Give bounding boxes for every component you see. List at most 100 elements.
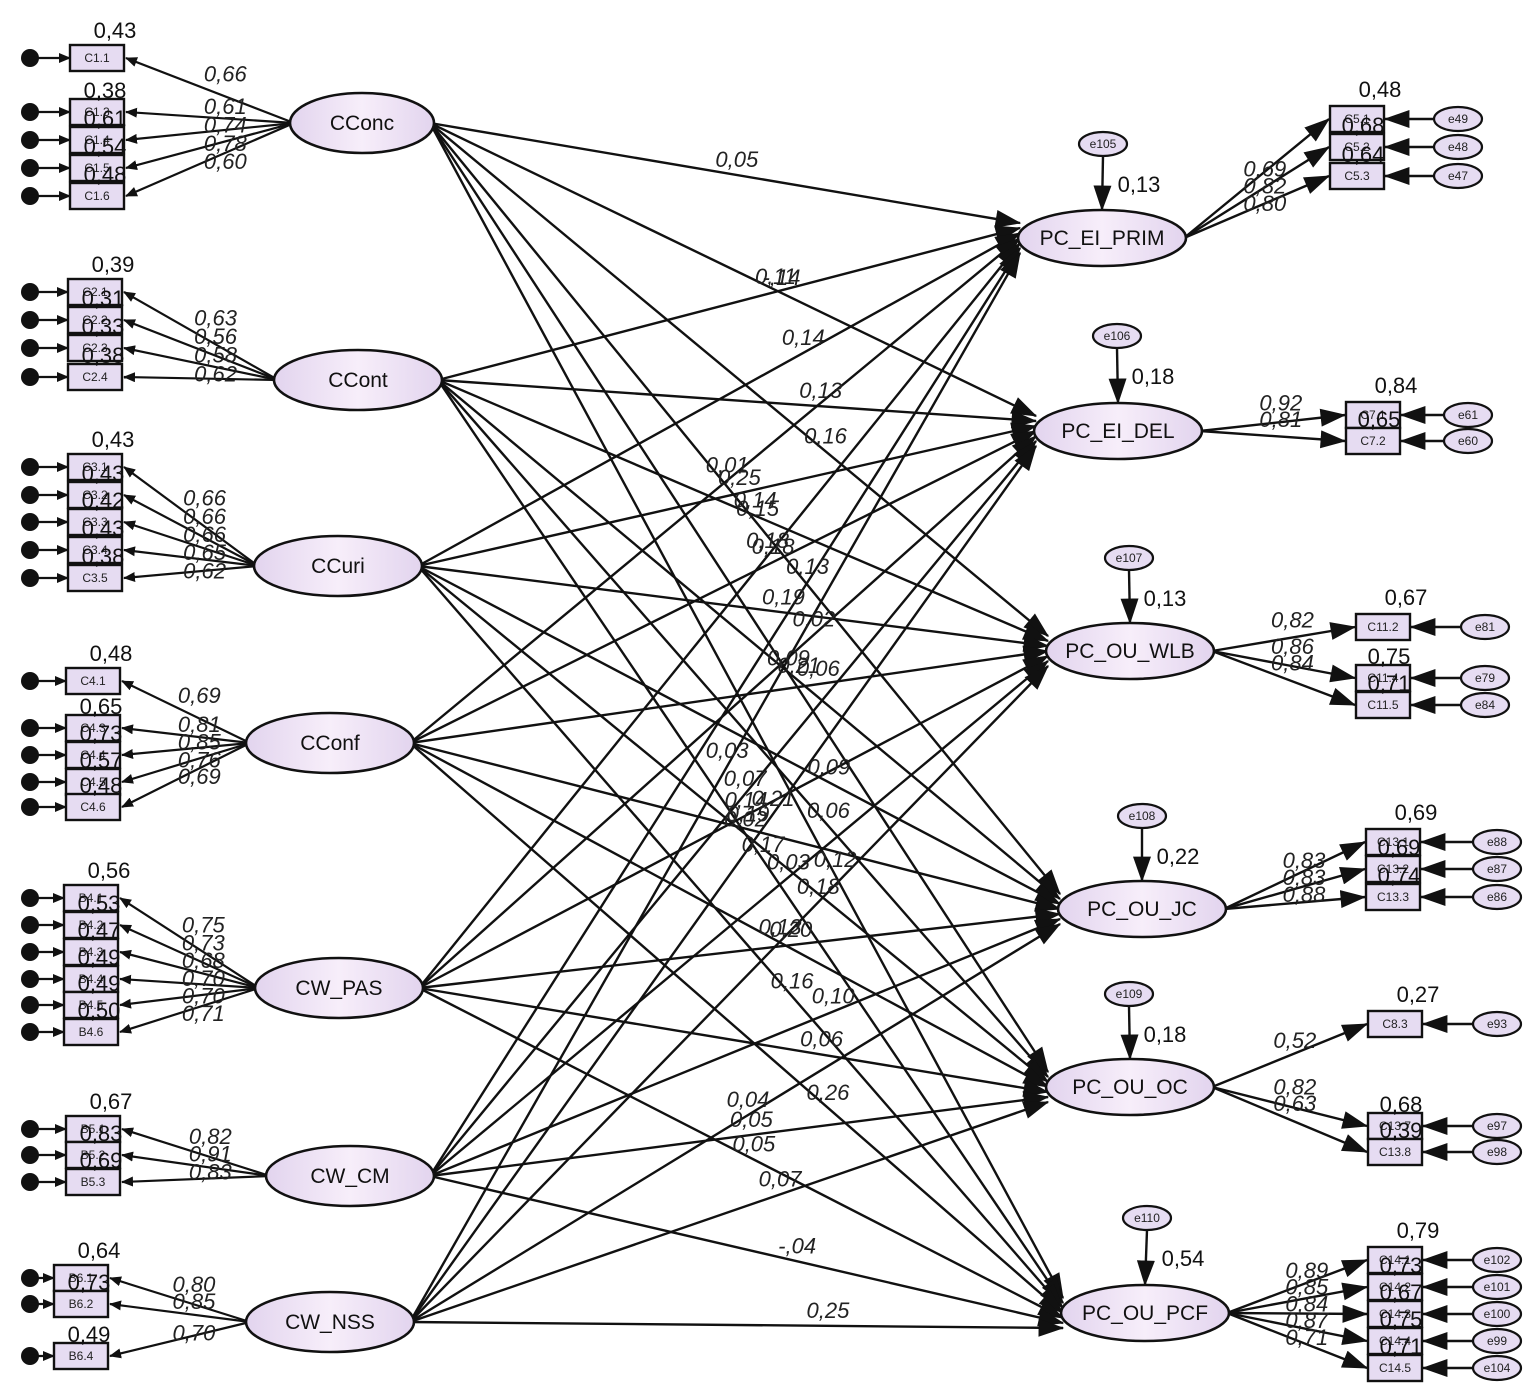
- indicator-r2: 0,49: [78, 945, 121, 970]
- loading-arrow: [123, 345, 279, 382]
- indicator-r2: 0,49: [78, 971, 121, 996]
- path-CCont-PC_OU_OC: [437, 379, 1049, 1078]
- path-CConc-PC_EI_DEL: [429, 121, 1038, 418]
- path-CCuri-PC_OU_WLB: [417, 564, 1050, 652]
- loading-value: 0,91: [189, 1141, 232, 1166]
- path-coefficient: 0,06: [800, 1027, 844, 1052]
- latent-label: PC_EI_PRIM: [1040, 227, 1165, 250]
- loading-value: 0,92: [1259, 391, 1302, 416]
- latent-CW_CM: [264, 1144, 436, 1208]
- indicator-r2-top: 0,27: [1397, 982, 1440, 1007]
- loading-arrow: [1211, 1085, 1369, 1154]
- path-CW_NSS-PC_OU_JC: [409, 922, 1062, 1324]
- indicator-box: [64, 713, 122, 743]
- indicator-label: C14.3: [1379, 1307, 1411, 1321]
- loading-value: 0,62: [194, 361, 237, 386]
- indicator-label: B4.6: [79, 1025, 104, 1039]
- loading-arrow: [1223, 840, 1367, 911]
- indicator-box: [1366, 1137, 1424, 1167]
- indicator-box: [66, 333, 124, 363]
- indicator-r2: 0,38: [82, 544, 125, 569]
- indicator-box: [68, 43, 126, 73]
- path-CConc-PC_EI_PRIM: [429, 121, 1022, 228]
- indicator-r2-top: 0,79: [1397, 1218, 1440, 1243]
- loading-value: 0,83: [1283, 848, 1327, 873]
- disturbance-label: e107: [1116, 551, 1143, 565]
- latent-label: CW_NSS: [285, 1311, 375, 1334]
- loading-arrow: [125, 121, 295, 170]
- latent-label: PC_OU_WLB: [1065, 640, 1195, 663]
- indicator-r2: 0,68: [1380, 1092, 1423, 1117]
- error-circle: [1432, 133, 1484, 161]
- indicator-label: C11.2: [1367, 620, 1398, 634]
- error-circle: [1471, 1327, 1523, 1355]
- error-circle: [1471, 1112, 1523, 1140]
- loading-arrow: [1226, 1282, 1369, 1315]
- disturbance-circle: [1077, 130, 1129, 158]
- latent-r2: 0,13: [1118, 172, 1161, 197]
- indicator-box: [1328, 132, 1386, 162]
- disturbance-label: e110: [1134, 1211, 1160, 1225]
- indicator-r2: 0,38: [82, 343, 125, 368]
- disturbance-circle: [1103, 980, 1155, 1008]
- indicator-label: C14.1: [1379, 1253, 1411, 1267]
- path-coefficient: 0,04: [727, 1087, 770, 1112]
- error-label: e99: [1487, 1334, 1507, 1348]
- indicator-box: [1344, 426, 1402, 456]
- indicator-box: [1364, 827, 1422, 857]
- path-CCuri-PC_OU_JC: [417, 564, 1062, 906]
- error-circle: [1471, 1354, 1523, 1382]
- indicator-r2: 0,33: [82, 314, 125, 339]
- indicator-box: [52, 1341, 110, 1371]
- error-label: e88: [1487, 835, 1507, 849]
- path-coefficient: 0,01: [706, 452, 749, 477]
- loading-arrow: [119, 974, 260, 990]
- indicator-box: [66, 535, 124, 565]
- loading-value: 0,82: [1243, 174, 1286, 199]
- loading-arrow: [123, 466, 259, 567]
- path-coefficient: 0,02: [724, 806, 767, 831]
- path-coefficient: 0,16: [771, 968, 815, 993]
- path-CW_NSS-PC_EI_DEL: [409, 444, 1037, 1323]
- indicator-label: B4.2: [79, 918, 104, 932]
- loading-value: 0,86: [1271, 634, 1315, 659]
- indicator-box: [62, 1017, 120, 1047]
- path-CW_CM-PC_OU_JC: [429, 917, 1062, 1178]
- indicator-box: [1364, 854, 1422, 884]
- indicator-box: [1366, 1272, 1424, 1302]
- path-coefficient: 0,18: [746, 528, 790, 553]
- path-CConf-PC_OU_JC: [409, 741, 1062, 912]
- path-CCont-PC_EI_DEL: [437, 378, 1038, 429]
- indicator-r2: 0,75: [1368, 644, 1411, 669]
- path-coefficient: -,04: [778, 1233, 816, 1258]
- loading-value: 0,63: [194, 306, 238, 331]
- path-coefficient: 0,20: [769, 917, 813, 942]
- indicator-r2: 0,48: [84, 162, 127, 187]
- loading-value: 0,85: [178, 730, 222, 755]
- loading-arrow: [121, 1127, 271, 1178]
- latent-r2: 0,13: [1144, 586, 1187, 611]
- loading-value: 0,60: [204, 149, 248, 174]
- indicator-r2-top: 0,48: [1359, 77, 1402, 102]
- loading-arrow: [1223, 890, 1367, 911]
- loading-arrow: [119, 986, 260, 1009]
- indicator-r2: 0,73: [80, 721, 123, 746]
- latent-CW_PAS: [253, 956, 425, 1020]
- latent-label: PC_OU_PCF: [1082, 1302, 1208, 1325]
- loading-value: 0,66: [183, 486, 227, 511]
- path-CW_NSS-PC_EI_PRIM: [408, 251, 1022, 1323]
- path-coefficient: 0,09: [807, 754, 850, 779]
- loading-arrow: [1199, 429, 1347, 449]
- loading-arrow: [1226, 1304, 1369, 1323]
- indicator-r2: 0,42: [82, 488, 125, 513]
- disturbance-arrow: [1120, 1005, 1139, 1061]
- error-label: e87: [1487, 862, 1507, 876]
- disturbance-circle: [1121, 1204, 1173, 1232]
- indicator-box: [68, 125, 126, 155]
- indicator-r2-top: 0,43: [94, 18, 137, 43]
- indicator-label: B6.1: [69, 1271, 94, 1285]
- error-label: e49: [1448, 112, 1468, 126]
- loading-value: 0,76: [178, 747, 222, 772]
- path-CCuri-PC_EI_PRIM: [417, 231, 1022, 568]
- error-circle: [1459, 664, 1511, 692]
